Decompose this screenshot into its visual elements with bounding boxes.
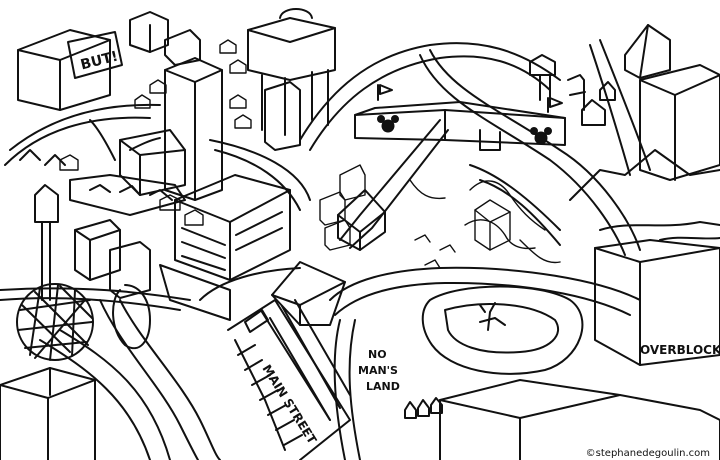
bridge-structure [337, 84, 566, 251]
small-houses [59, 39, 366, 251]
overblock-building [594, 239, 720, 366]
main-street-structure [227, 261, 351, 460]
city-blocks [17, 8, 336, 321]
sign-label: BUT! [79, 49, 120, 74]
lake-island [421, 285, 584, 375]
zone-label-3: LAND [366, 380, 400, 393]
geodesic-dome [16, 283, 94, 361]
lower-right-building [404, 379, 720, 460]
lamp-tower [34, 184, 59, 301]
mountain-hill [569, 149, 720, 241]
overblock-label: OVERBLOCK [640, 343, 720, 357]
mickey-heads [377, 115, 552, 145]
zone-label-2: MAN'S [358, 364, 398, 377]
main-street-label: MAIN STREET [259, 362, 319, 447]
lower-left-buildings [0, 284, 151, 460]
credit-text: ©stephanedegoulin.com [583, 448, 712, 459]
park-paths [409, 179, 561, 269]
zone-label-1: NO [368, 348, 387, 361]
upper-right-buildings [529, 24, 720, 181]
sign-board [67, 31, 123, 79]
road-network [0, 39, 651, 460]
